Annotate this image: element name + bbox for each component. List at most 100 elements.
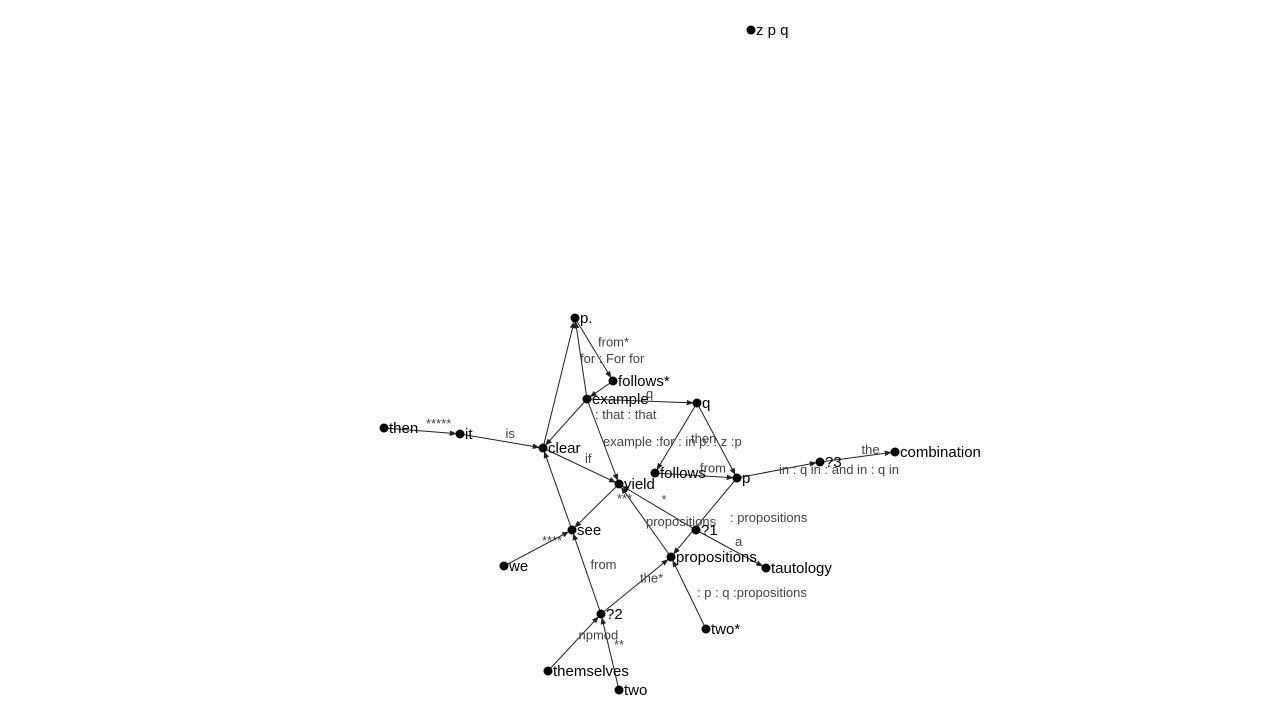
node-combination[interactable]: combination [890,444,981,461]
node-dot[interactable] [567,525,577,535]
edge-label: * [662,492,667,507]
node-label: propositions [676,549,757,566]
edge-label: the* [640,571,663,586]
node-q2[interactable]: ?2 [596,606,623,623]
node-label: example [592,391,649,408]
node-label: yield [624,476,655,493]
edge-label: from* [598,335,629,350]
floating-edge-label: then [691,431,716,446]
edge-clear-yield [542,447,617,483]
node-dot[interactable] [692,398,702,408]
node-dot[interactable] [732,473,742,483]
edge-label: **** [542,533,562,548]
edge-label: ** [614,637,624,652]
edge-q2-see [572,533,602,615]
edge-label: is [506,426,516,441]
edge-it-clear [459,433,540,450]
node-dot[interactable] [455,429,465,439]
edge-p_dot-follows_star [574,317,612,379]
node-it[interactable]: it [455,426,474,443]
node-dot[interactable] [570,313,580,323]
node-dot[interactable] [746,25,756,35]
node-propositions[interactable]: propositions [666,549,757,566]
edge-we-see [503,531,570,567]
node-dot[interactable] [608,376,618,386]
node-tautology[interactable]: tautology [761,560,833,577]
edge-label: a [735,534,743,549]
edge-example-q [586,398,694,406]
edge-label: from [591,557,617,572]
node-themselves[interactable]: themselves [543,663,629,680]
edge-then-it [383,427,457,436]
node-two_star[interactable]: two* [701,621,741,638]
node-dot[interactable] [691,525,701,535]
floating-edge-label: propositions [646,514,717,529]
edge-label: ***** [426,416,451,431]
edge-propositions-yield [620,486,672,558]
edge-yield-see [574,483,620,528]
edge-example-yield [586,398,619,481]
node-label: two* [711,621,740,638]
edge-q2-propositions [600,559,669,615]
edge-q1-tautology [695,529,764,567]
edges-layer: from*q*****isfromtheif*a****fromthe*npmo… [383,317,892,691]
node-q3[interactable]: ?3 [815,454,842,471]
node-clear[interactable]: clear [538,440,581,457]
node-dot[interactable] [614,479,624,489]
edge-label: the [862,442,880,457]
floating-edge-label: *** [617,491,632,506]
node-p[interactable]: p [732,470,751,487]
node-then[interactable]: then [379,420,419,437]
edge-follows-p [654,472,734,481]
node-dot[interactable] [890,447,900,457]
edge-q-follows [656,402,698,471]
node-dot[interactable] [701,624,711,634]
edge-themselves-q2 [547,616,599,672]
node-dot[interactable] [543,666,553,676]
node-p_dot[interactable]: p. [570,310,593,327]
node-dot[interactable] [499,561,509,571]
node-follows[interactable]: follows [650,465,706,482]
node-dot[interactable] [538,443,548,453]
node-see[interactable]: see [567,522,602,539]
edge-label: from [700,461,726,476]
node-label: see [577,522,601,539]
edge-q-p [696,402,736,476]
node-dot[interactable] [815,457,825,467]
node-label: follows [660,465,706,482]
node-label: ?2 [606,606,623,623]
node-dot[interactable] [666,552,676,562]
node-label: combination [900,444,981,461]
node-dot[interactable] [614,685,624,695]
node-dot[interactable] [582,394,592,404]
node-follows_star[interactable]: follows* [608,373,670,390]
floating-edge-label: : p : q :propositions [697,585,807,600]
floating-edge-label: in : q in : and in : q in [779,462,899,477]
node-two[interactable]: two [614,682,648,699]
node-label: we [508,558,528,575]
node-example[interactable]: example [582,391,649,408]
node-zpq[interactable]: z p q [746,22,789,39]
edge-q3-combination [819,450,892,463]
edge-label: npmod [579,628,619,643]
node-q[interactable]: q [692,395,711,412]
node-dot[interactable] [379,423,389,433]
edge-q1-yield [621,485,697,531]
node-label: follows* [618,373,670,390]
floating-edge-label: : propositions [730,510,808,525]
edge-label: if [585,451,592,466]
node-dot[interactable] [761,563,771,573]
node-yield[interactable]: yield [614,476,655,493]
node-dot[interactable] [596,609,606,619]
node-q1[interactable]: ?1 [691,522,718,539]
node-label: p. [580,310,593,327]
node-label: tautology [771,560,832,577]
edge-see-clear [543,451,573,531]
node-dot[interactable] [650,468,660,478]
node-label: two [624,682,647,699]
node-label: then [389,420,418,437]
node-we[interactable]: we [499,558,529,575]
edge-two-q2 [600,617,620,691]
